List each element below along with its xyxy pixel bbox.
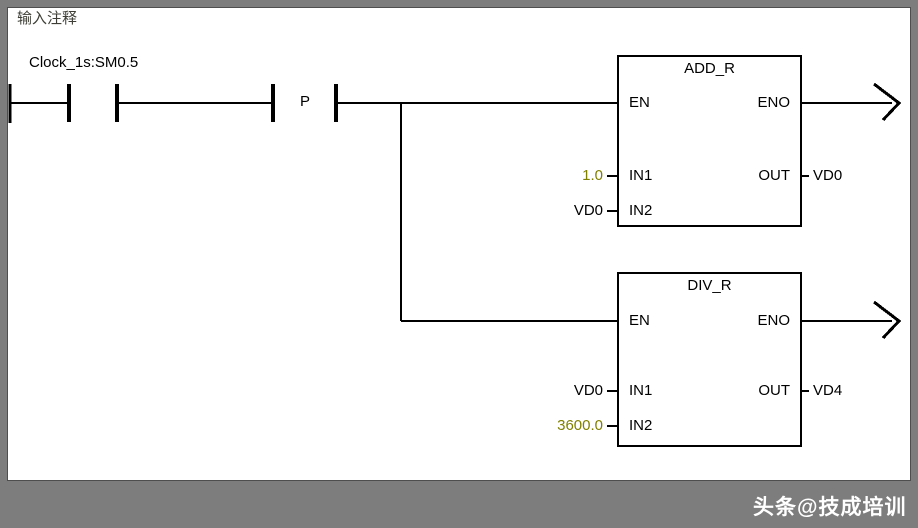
add-pin-in1: IN1 bbox=[629, 167, 653, 184]
contact-clock-1s[interactable] bbox=[67, 84, 119, 122]
div-pin-en: EN bbox=[629, 312, 650, 329]
watermark-text: 头条@技成培训 bbox=[753, 496, 907, 519]
add-in2-operand[interactable]: VD0 bbox=[573, 202, 603, 219]
div-in2-operand[interactable]: 3600.0 bbox=[557, 417, 603, 434]
ladder-editor-canvas: 输入注释 Clock_1s:SM0.5 P ADD_R EN ENO IN1 O… bbox=[7, 7, 911, 481]
add-pin-en: EN bbox=[629, 94, 650, 111]
network-comment[interactable]: 输入注释 bbox=[17, 10, 78, 27]
add-out-operand[interactable]: VD0 bbox=[813, 167, 843, 184]
rung2-continuation-arrow bbox=[873, 300, 902, 340]
div-block-title: DIV_R bbox=[687, 277, 732, 294]
div-r-block-box[interactable] bbox=[617, 272, 802, 447]
edge-contact-p-label: P bbox=[299, 93, 310, 110]
contact-operand-label[interactable]: Clock_1s:SM0.5 bbox=[29, 54, 139, 71]
add-pin-out: OUT bbox=[758, 167, 790, 184]
div-pin-eno: ENO bbox=[757, 312, 790, 329]
wiring-layer bbox=[8, 55, 902, 447]
div-in1-operand[interactable]: VD0 bbox=[573, 382, 603, 399]
add-pin-in2: IN2 bbox=[629, 202, 653, 219]
add-pin-eno: ENO bbox=[757, 94, 790, 111]
add-r-block-box[interactable] bbox=[617, 55, 802, 227]
div-pin-in2: IN2 bbox=[629, 417, 653, 434]
rung1-continuation-arrow bbox=[873, 82, 902, 122]
positive-edge-contact[interactable] bbox=[271, 84, 338, 122]
add-in1-operand[interactable]: 1.0 bbox=[582, 167, 603, 184]
div-out-operand[interactable]: VD4 bbox=[813, 382, 843, 399]
div-pin-in1: IN1 bbox=[629, 382, 653, 399]
add-block-title: ADD_R bbox=[684, 60, 735, 77]
div-pin-out: OUT bbox=[758, 382, 790, 399]
